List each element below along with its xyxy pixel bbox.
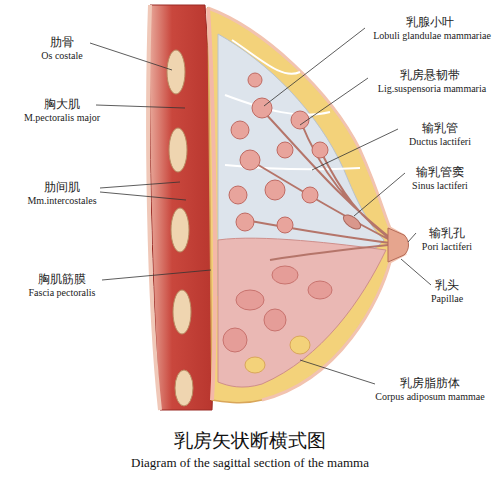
part-label: Sinus lactiferi [412,180,468,192]
part-label: Pori lactiferi [422,241,472,253]
gland-lobe [308,281,332,299]
part-label: 乳腺小叶 [406,15,454,29]
part-label: Lobuli glandulae mammariae [373,30,491,42]
pectoral-fascia [208,8,215,400]
rib [175,370,193,406]
leader-line [300,78,368,125]
glandular-tissue [218,238,386,387]
lobule [302,187,318,203]
lactiferous-duct [245,110,398,260]
part-label: Fascia pectoralis [29,287,96,299]
lobule [231,121,249,139]
lobule [277,142,293,158]
lobule [265,180,285,200]
breast-fat-body [208,8,405,403]
caption-text: Diagram of the sagittal section of the m… [131,455,369,471]
leader-line [354,173,405,216]
gland-lobe [236,290,264,310]
rib [171,208,189,252]
leader-line [100,192,186,200]
leader-line [300,360,375,384]
leader-line [312,129,398,170]
lactiferous-sinus [341,212,363,232]
part-label: 输乳管窦 [416,165,464,179]
lobule [277,217,293,233]
suspensory-ligament [232,40,300,74]
caption: 乳房矢状断横式图 [0,428,500,452]
part-label: 胸大肌 [44,97,80,111]
lobule [236,213,254,231]
rib [167,50,185,94]
part-label: M.pectoralis major [24,112,100,124]
part-label: Ductus lactiferi [409,136,471,148]
part-label: 肋骨 [50,35,74,49]
lobule [312,142,328,158]
fat-lobule [245,357,265,373]
part-label: 输乳管 [422,121,458,135]
leader-line [100,182,180,188]
lobule [291,111,309,129]
part-label: Os costale [41,50,82,62]
rib [173,290,191,334]
part-label: 乳房脂肪体 [400,376,460,390]
part-label: Mm.intercostales [27,195,96,207]
lobule [240,150,260,170]
leader-line [264,28,365,106]
part-label: 胸肌筋膜 [38,272,86,286]
leader-line [90,43,172,70]
part-label: 肋间肌 [44,180,80,194]
part-label: Lig.suspensoria mammaria [378,83,486,95]
suspensory-ligament [225,95,330,115]
gland-lobe [223,328,247,352]
part-label: 乳房悬韧带 [400,68,460,82]
rib [169,128,187,172]
lobule [229,186,247,204]
leader-line [401,259,431,285]
part-label: 乳头 [435,278,459,292]
fat-lobule [290,336,310,354]
lobule [248,73,262,87]
breast-skin [208,8,405,400]
gland-lobe [272,266,298,284]
lobule [252,98,272,118]
leader-line [102,270,211,280]
gland-lobe [264,309,286,331]
nipple [388,228,409,262]
leader-line [96,105,185,108]
part-label: Papillae [431,293,463,305]
part-label: Corpus adiposum mammae [375,391,484,403]
part-label: 输乳孔 [429,226,465,240]
leader-line [408,233,416,242]
